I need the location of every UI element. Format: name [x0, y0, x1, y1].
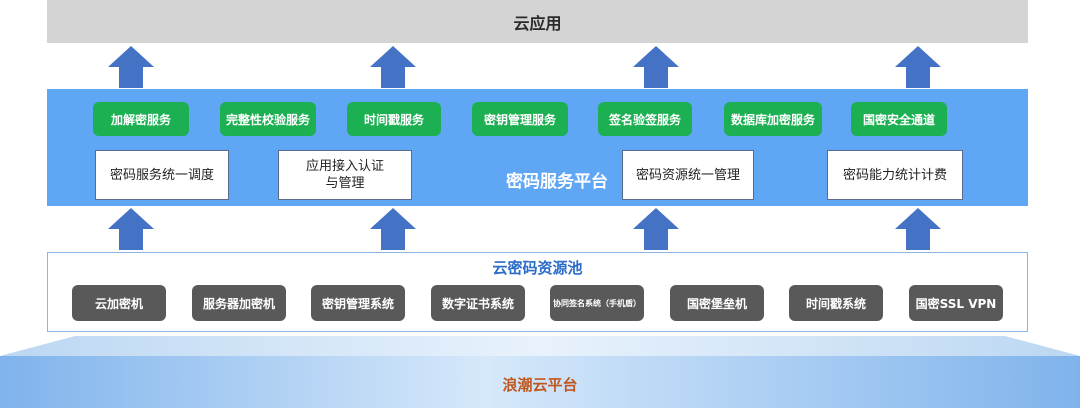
pool-item-digital-certificate: 数字证书系统 [431, 285, 525, 321]
mgmt-billing-statistics: 密码能力统计计费 [827, 150, 963, 200]
pool-item-key-management: 密钥管理系统 [311, 285, 405, 321]
base-platform-shape [0, 336, 1080, 408]
mgmt-resource-management: 密码资源统一管理 [622, 150, 754, 200]
arrow-up-icon [632, 45, 680, 89]
arrow-up-icon [894, 45, 942, 89]
pool-item-bastion-host: 国密堡垒机 [670, 285, 764, 321]
arrow-up-icon [369, 45, 417, 89]
crypto-resource-pool: 云密码资源池 云加密机 服务器加密机 密钥管理系统 数字证书系统 协同签名系统（… [47, 252, 1028, 332]
inspur-cloud-base: 浪潮云平台 [0, 336, 1080, 408]
arrow-up-icon [369, 207, 417, 251]
crypto-service-platform: 加解密服务 完整性校验服务 时间戳服务 密钥管理服务 签名验签服务 数据库加密服… [47, 89, 1028, 206]
pool-item-cloud-hsm: 云加密机 [72, 285, 166, 321]
service-sign-verify: 签名验签服务 [598, 102, 692, 136]
service-timestamp: 时间戳服务 [347, 102, 441, 136]
pool-item-timestamp-system: 时间戳系统 [789, 285, 883, 321]
pool-item-ssl-vpn: 国密SSL VPN [909, 285, 1003, 321]
mgmt-unified-scheduling: 密码服务统一调度 [95, 150, 229, 200]
base-label: 浪潮云平台 [502, 376, 578, 394]
arrow-up-icon [107, 45, 155, 89]
arrow-up-icon [107, 207, 155, 251]
arrow-up-icon [632, 207, 680, 251]
platform-title: 密码服务平台 [506, 172, 608, 192]
arrow-up-icon [894, 207, 942, 251]
pool-title: 云密码资源池 [492, 259, 583, 277]
cloud-app-banner: 云应用 [47, 0, 1028, 43]
service-encrypt-decrypt: 加解密服务 [93, 102, 189, 136]
service-key-management: 密钥管理服务 [472, 102, 568, 136]
service-database-encrypt: 数据库加密服务 [724, 102, 822, 136]
pool-item-server-hsm: 服务器加密机 [192, 285, 286, 321]
cloud-app-label: 云应用 [513, 13, 562, 33]
service-integrity-check: 完整性校验服务 [220, 102, 316, 136]
service-secure-channel: 国密安全通道 [851, 102, 947, 136]
pool-item-collaborative-signing: 协同签名系统（手机盾） [550, 285, 644, 321]
mgmt-access-auth: 应用接入认证 与管理 [278, 150, 412, 200]
